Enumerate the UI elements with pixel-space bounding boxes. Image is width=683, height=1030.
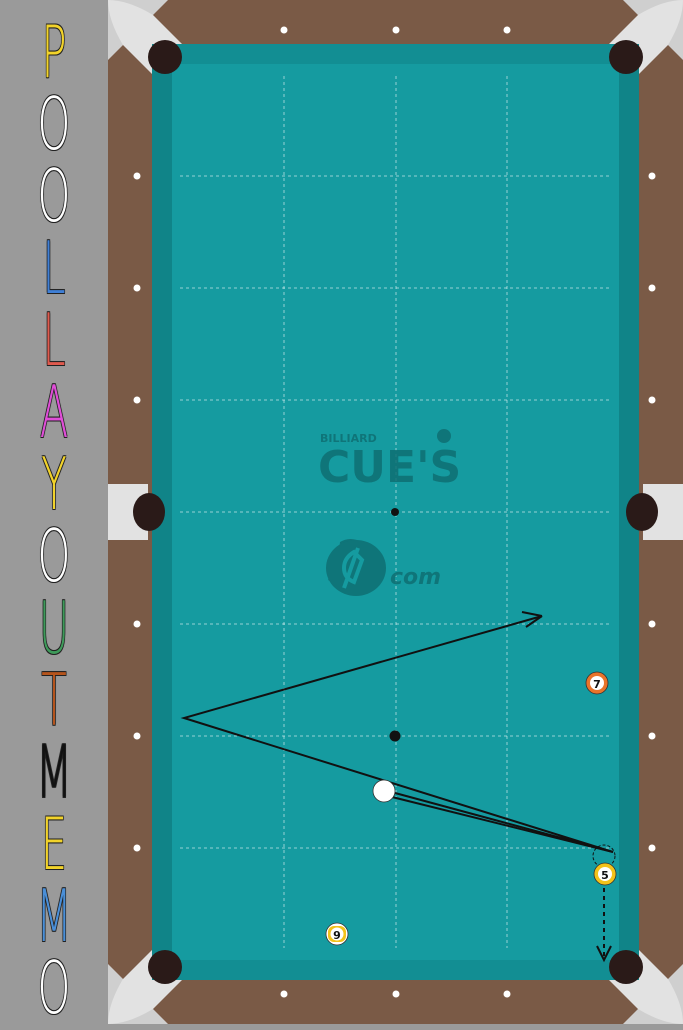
watermark-logo: BILLIARD CUE'S com — [318, 429, 461, 596]
title-letter: O — [37, 514, 71, 598]
ball-7[interactable]: 7 — [585, 671, 609, 695]
title-letter: M — [35, 874, 73, 958]
pocket-side-left — [133, 493, 165, 531]
title-letter: O — [37, 946, 71, 1030]
path-arrow-head — [521, 611, 543, 628]
title-letter: E — [40, 802, 68, 886]
watermark-main-text: CUE'S — [318, 442, 461, 493]
title-letter: P — [41, 10, 67, 94]
rail-diamonds — [133, 26, 656, 998]
ball-9[interactable]: 9 — [325, 922, 349, 946]
ball-5[interactable]: 5 — [593, 862, 617, 886]
pocket-bottom-right — [609, 950, 643, 984]
center-spot — [391, 508, 399, 516]
pocket-top-right — [609, 40, 643, 74]
title-letter: A — [39, 370, 69, 454]
pocket-side-right — [626, 493, 658, 531]
title-letter: L — [42, 298, 66, 382]
ball-5-label: 5 — [601, 869, 609, 882]
cue-ball-path — [180, 615, 614, 853]
title-letter: L — [42, 226, 66, 310]
pocket-top-left — [148, 40, 182, 74]
watermark-small-text: BILLIARD — [320, 432, 377, 445]
table-grid — [180, 76, 611, 948]
title-letter: U — [38, 586, 70, 670]
pool-table[interactable]: BILLIARD CUE'S com — [108, 0, 683, 1024]
pool-table-canvas[interactable]: BILLIARD CUE'S com — [108, 0, 683, 1024]
foot-spot — [389, 730, 401, 742]
ball-9-label: 9 — [333, 929, 341, 942]
pocket-bottom-left — [148, 950, 182, 984]
cue-ball[interactable] — [372, 779, 396, 803]
watermark-sub-text: com — [390, 565, 441, 590]
title-letter: Y — [41, 442, 67, 526]
shot-path — [180, 611, 614, 853]
title-letter: O — [37, 154, 71, 238]
title-letter: O — [37, 82, 71, 166]
ball-7-label: 7 — [593, 678, 601, 691]
object-ball-arrow-head — [596, 945, 612, 963]
watermark-ball-icon — [437, 429, 451, 443]
title-letter: T — [41, 658, 67, 742]
title-letter: M — [35, 730, 73, 814]
